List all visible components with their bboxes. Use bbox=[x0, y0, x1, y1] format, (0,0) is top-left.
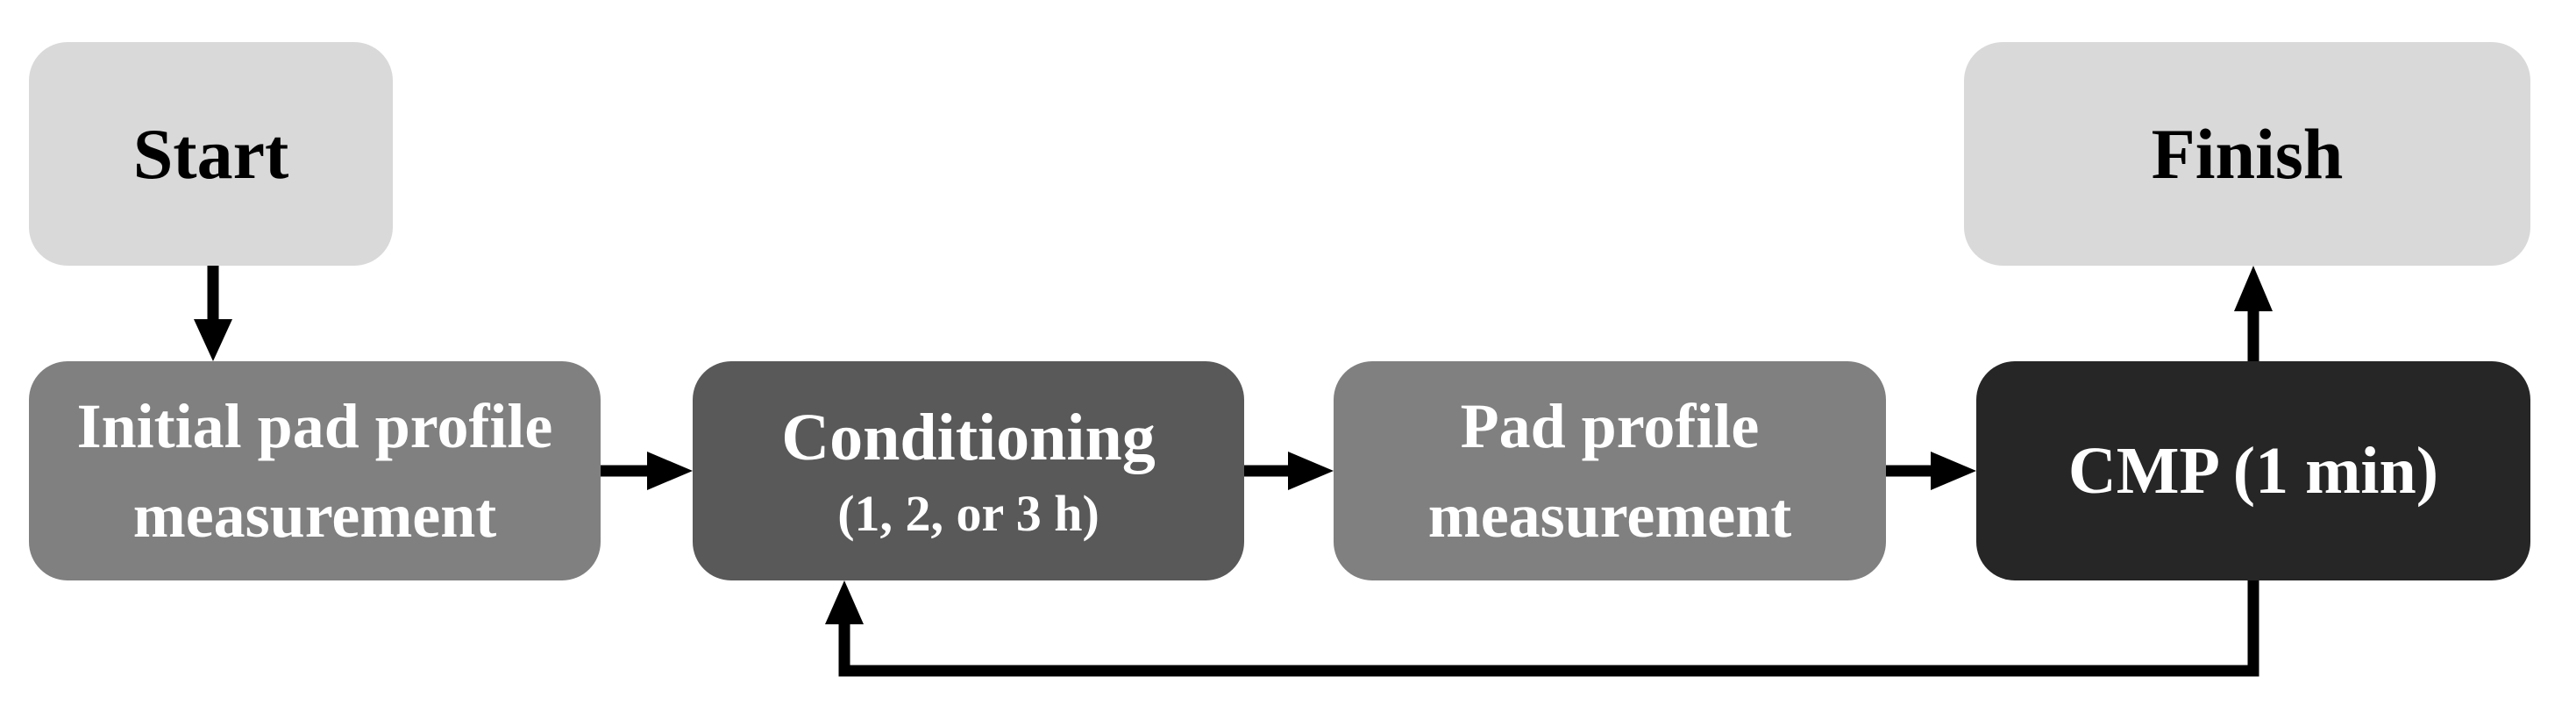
arrow-cmp-to-conditioning-feedback bbox=[825, 580, 2259, 677]
node-finish: Finish bbox=[1964, 42, 2530, 266]
node-pad-label-line2: measurement bbox=[1427, 481, 1792, 551]
node-start-label: Start bbox=[132, 113, 289, 194]
node-pad-profile-measurement: Pad profile measurement bbox=[1334, 361, 1886, 580]
node-cmp-label: CMP (1 min) bbox=[2067, 433, 2439, 508]
node-conditioning-label: Conditioning bbox=[781, 401, 1156, 475]
node-initial-label-line1: Initial pad profile bbox=[76, 390, 553, 461]
node-initial-label-line2: measurement bbox=[132, 481, 497, 551]
node-initial-pad-profile-measurement: Initial pad profile measurement bbox=[29, 361, 601, 580]
arrow-cmp-to-finish bbox=[2234, 266, 2273, 361]
arrow-conditioning-to-pad bbox=[1244, 452, 1334, 490]
node-conditioning-sublabel: (1, 2, or 3 h) bbox=[837, 484, 1099, 542]
arrow-pad-to-cmp bbox=[1886, 452, 1976, 490]
node-start: Start bbox=[29, 42, 393, 266]
arrow-initial-to-conditioning bbox=[601, 452, 693, 490]
arrow-start-to-initial bbox=[194, 266, 232, 361]
node-pad-label-line1: Pad profile bbox=[1460, 390, 1760, 461]
node-cmp: CMP (1 min) bbox=[1976, 361, 2530, 580]
node-finish-label: Finish bbox=[2151, 113, 2344, 194]
node-conditioning: Conditioning (1, 2, or 3 h) bbox=[693, 361, 1244, 580]
